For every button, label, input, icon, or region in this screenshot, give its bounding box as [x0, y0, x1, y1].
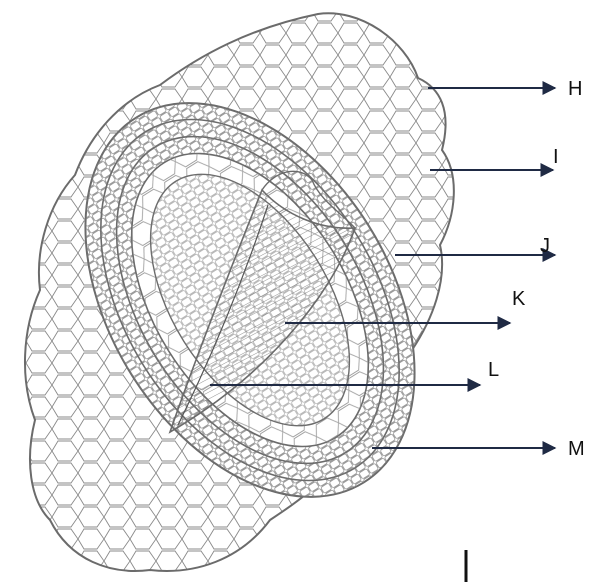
seed-section: [17, 13, 482, 571]
label-i: I: [553, 146, 559, 168]
label-h: H: [568, 78, 582, 100]
label-m: M: [568, 438, 585, 460]
label-k: K: [512, 288, 526, 310]
label-l: L: [488, 359, 499, 381]
label-j: J: [540, 235, 550, 257]
labels: H I J K L M: [488, 78, 585, 460]
